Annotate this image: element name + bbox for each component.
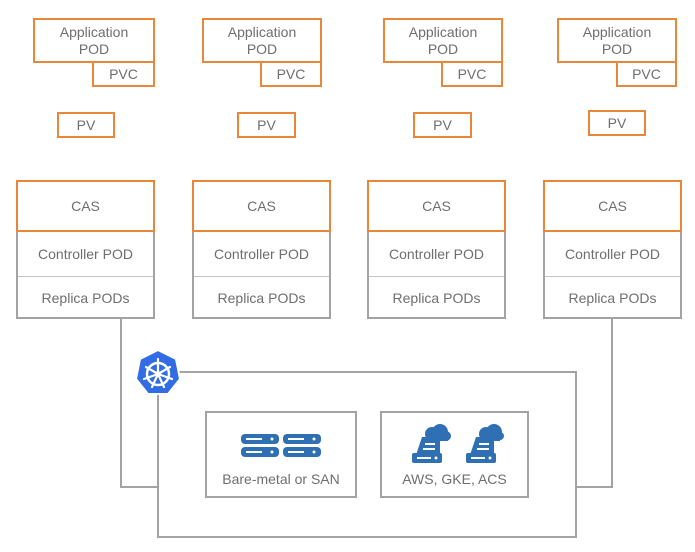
controller-pod-label: Controller POD [214,246,309,262]
row-divider [18,276,153,277]
cas-block-1: CAS Controller POD Replica PODs [16,180,155,319]
replica-pods-row: Replica PODs [194,277,329,319]
controller-pod-row: Controller POD [545,232,680,276]
pv-box-2: PV [237,112,296,138]
kubernetes-icon [134,348,182,395]
cas-label: CAS [422,198,451,214]
cas-label: CAS [247,198,276,214]
replica-pods-label: Replica PODs [41,290,130,306]
controller-pod-row: Controller POD [194,232,329,276]
cas-label: CAS [598,198,627,214]
application-pod-label: Application POD [227,24,297,57]
application-pod-3: Application POD [383,18,503,63]
pvc-label: PVC [109,66,138,82]
controller-pod-row: Controller POD [18,232,153,276]
pv-box-3: PV [413,112,472,138]
controller-pod-row: Controller POD [369,232,504,276]
replica-pods-label: Replica PODs [217,290,306,306]
application-pod-label: Application POD [59,24,129,57]
controller-pod-label: Controller POD [38,246,133,262]
pvc-label: PVC [276,66,306,82]
pvc-box-3: PVC [441,61,503,87]
cloud-box: AWS, GKE, ACS [380,411,529,498]
cloud-server-icon [412,424,504,463]
pv-label: PV [257,117,276,133]
application-pod-label: Application POD [408,24,478,57]
pvc-box-2: PVC [260,61,322,87]
application-pod-2: Application POD [202,18,322,63]
controller-pod-label: Controller POD [389,246,484,262]
cas-header: CAS [16,180,155,232]
cas-block-3: CAS Controller POD Replica PODs [367,180,506,319]
pv-label: PV [607,115,627,131]
baremetal-box: Bare-metal or SAN [205,411,357,498]
cas-block-4: CAS Controller POD Replica PODs [543,180,682,319]
cas-block-2: CAS Controller POD Replica PODs [192,180,331,319]
pv-box-1: PV [57,112,115,138]
replica-pods-row: Replica PODs [545,277,680,319]
cas-header: CAS [367,180,506,232]
pvc-box-4: PVC [616,61,677,87]
application-pod-1: Application POD [33,18,155,63]
row-divider [194,276,329,277]
cas-label: CAS [71,198,100,214]
pv-label: PV [76,117,96,133]
application-pod-label: Application POD [582,24,652,57]
server-rack-icon [241,434,321,457]
replica-pods-label: Replica PODs [568,290,657,306]
cloud-label: AWS, GKE, ACS [402,471,507,487]
row-divider [545,276,680,277]
replica-pods-row: Replica PODs [369,277,504,319]
cas-header: CAS [543,180,682,232]
pvc-box-1: PVC [92,61,155,87]
pv-label: PV [433,117,452,133]
replica-pods-row: Replica PODs [18,277,153,319]
replica-pods-label: Replica PODs [392,290,481,306]
pvc-label: PVC [632,66,661,82]
row-divider [369,276,504,277]
baremetal-label: Bare-metal or SAN [222,471,340,487]
application-pod-4: Application POD [557,18,677,63]
controller-pod-label: Controller POD [565,246,660,262]
pvc-label: PVC [457,66,487,82]
pv-box-4: PV [588,110,646,136]
cas-header: CAS [192,180,331,232]
